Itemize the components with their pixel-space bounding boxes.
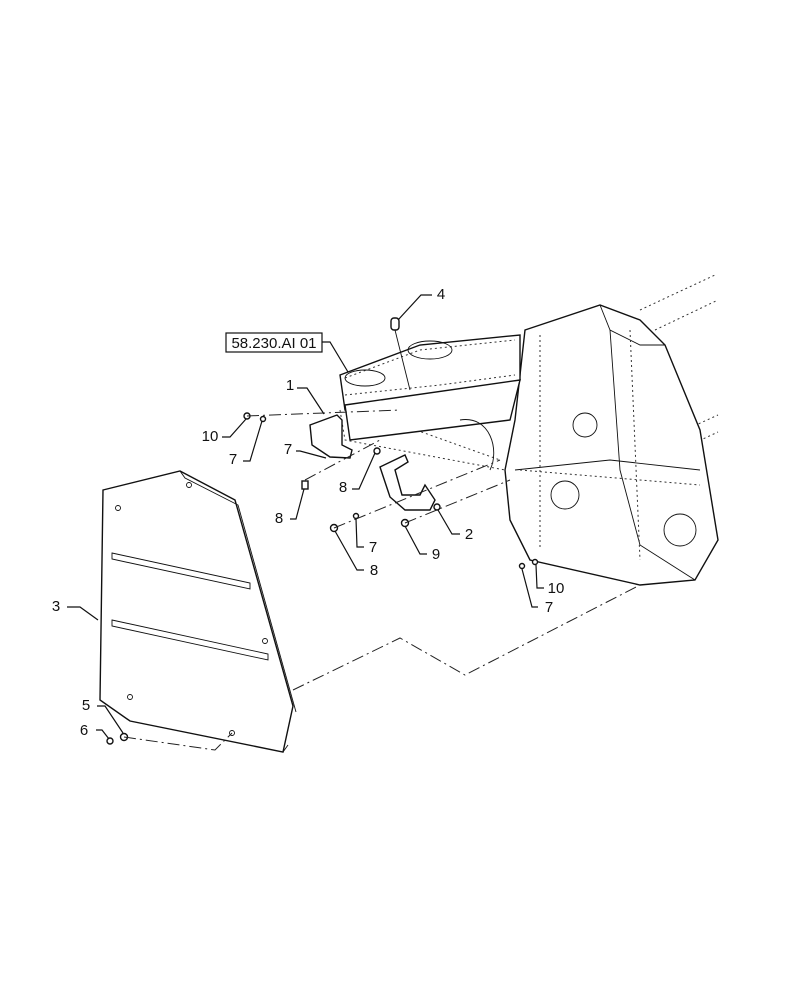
part-2-bracket — [379, 454, 436, 511]
callout-leaders — [67, 294, 544, 740]
callout-7: 7 — [229, 451, 237, 468]
callout-10: 10 — [548, 580, 565, 597]
callout-2: 2 — [465, 526, 473, 543]
part-4-fitting — [390, 317, 411, 391]
part-1-bracket — [309, 414, 353, 459]
callout-3: 3 — [52, 598, 60, 615]
callout-7: 7 — [545, 599, 553, 616]
callout-9: 9 — [432, 546, 440, 563]
reference-box-label[interactable]: 58.230.AI 01 — [231, 335, 316, 352]
callout-6: 6 — [80, 722, 88, 739]
hardware — [106, 412, 539, 745]
machine-frame — [504, 274, 719, 586]
part-3-shield-panel — [99, 470, 297, 753]
callout-8: 8 — [275, 510, 283, 527]
callout-8: 8 — [339, 479, 347, 496]
callout-8: 8 — [370, 562, 378, 579]
callout-7: 7 — [369, 539, 377, 556]
callout-7: 7 — [284, 441, 292, 458]
callout-4: 4 — [437, 286, 445, 303]
callout-10: 10 — [202, 428, 219, 445]
reference-box[interactable] — [225, 332, 323, 353]
callout-5: 5 — [82, 697, 90, 714]
chain-assembly — [339, 334, 521, 471]
callout-1: 1 — [286, 377, 294, 394]
assembly-lines — [123, 409, 641, 751]
